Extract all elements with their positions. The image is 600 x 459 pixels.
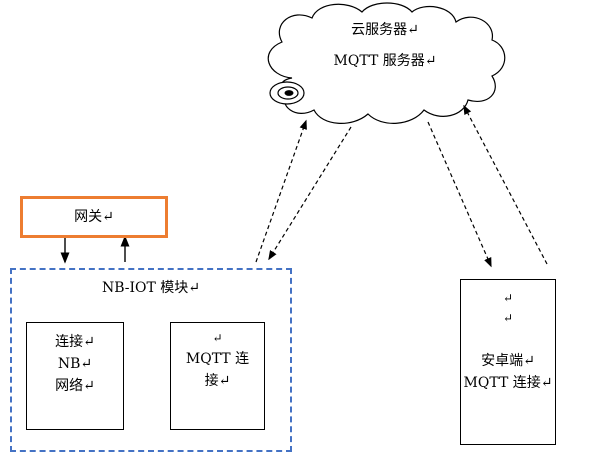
- spiral-icon: [269, 81, 305, 105]
- connect-nb-network-box: 连接↵ NB↵ 网络↵: [26, 322, 124, 430]
- connect-suffix-line: 接↵: [204, 373, 231, 389]
- cloud-shape: [267, 2, 506, 124]
- mqtt-connect-box: ↵ MQTT 连 接↵: [170, 322, 265, 430]
- paragraph-mark: ↵: [502, 291, 514, 305]
- mqtt-line: MQTT 连: [185, 351, 250, 367]
- arrow-android-to-cloud: [463, 104, 548, 265]
- connect-line: 连接↵: [55, 334, 95, 350]
- mqtt-server-label: MQTT 服务器↵: [333, 53, 437, 69]
- gateway-box: 网关↵: [20, 196, 168, 238]
- android-label: 安卓端↵: [481, 353, 535, 369]
- android-mqtt-box: ↵ ↵ 安卓端↵ MQTT 连接↵: [460, 279, 556, 445]
- cloud-server-label: 云服务器↵: [351, 22, 419, 38]
- network-line: 网络↵: [55, 378, 95, 394]
- arrow-cloud-to-nbiot: [268, 126, 352, 261]
- paragraph-mark: ↵: [212, 331, 223, 345]
- arrow-cloud-to-android: [427, 121, 492, 268]
- paragraph-mark: ↵: [502, 311, 514, 325]
- nb-line: NB↵: [57, 356, 93, 372]
- gateway-label: 网关↵: [74, 208, 114, 225]
- nbiot-module-title: NB-IOT 模块↵: [101, 280, 201, 296]
- android-mqtt-label: MQTT 连接↵: [463, 375, 553, 391]
- arrow-nbiot-to-cloud: [255, 119, 307, 263]
- nbiot-module-box: NB-IOT 模块↵: [10, 268, 292, 452]
